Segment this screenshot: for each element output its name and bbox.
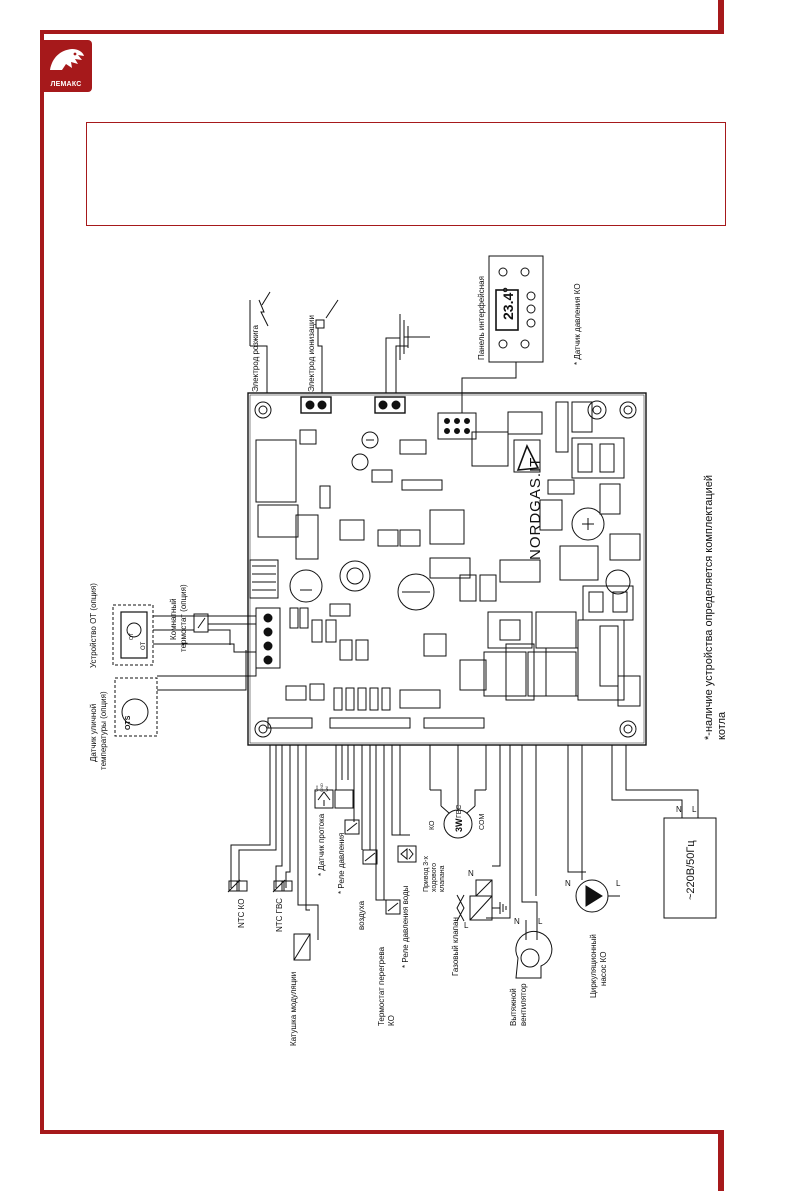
ntc-gvs-label: NTC ГВС <box>275 898 284 932</box>
ntc-gvs-sensor <box>273 880 285 892</box>
power-label: ~220В/50Гц <box>685 840 697 900</box>
pump-label-2: насос КО <box>599 952 608 986</box>
ionization-electrode-label: Электрод ионизации <box>307 315 316 392</box>
room-thermostat-label-2: термостат (опция) <box>179 584 188 652</box>
lemax-logo: ЛЕМАКС <box>40 40 92 92</box>
pressure-sensor-label: * Датчик давления КО <box>573 283 582 365</box>
frame-top-line <box>40 30 724 34</box>
microcontroller <box>429 509 465 545</box>
overheat-thermostat <box>385 899 401 915</box>
gnd-label: GND <box>319 783 324 792</box>
air-pressure-relay <box>344 819 360 835</box>
air-relay-label-2: воздуха <box>357 900 366 930</box>
room-thermostat <box>193 613 209 633</box>
logo-block <box>513 439 541 473</box>
spark-icon <box>258 299 269 327</box>
terminal-block <box>255 607 281 669</box>
val-label: Val <box>324 786 329 792</box>
air-relay-label-1: * Реле давления <box>337 833 346 894</box>
mount-hole <box>254 401 272 419</box>
ot-mini-label: OT <box>129 633 135 640</box>
mount-hole <box>254 720 272 738</box>
ntc-ko-sensor <box>228 880 240 892</box>
transformer <box>255 439 297 503</box>
com-label: COM <box>479 814 486 831</box>
fan-n: N <box>514 917 520 926</box>
pump-l: L <box>616 879 621 888</box>
room-thermostat-label-1: Комнатный <box>169 598 178 640</box>
capacitor <box>571 507 605 541</box>
overheat-label-2: КО <box>387 1015 396 1026</box>
outdoor-sensor-label-1: Датчик уличной <box>89 704 98 762</box>
pump-label-1: Циркуляционный <box>589 934 598 998</box>
control-board <box>247 392 647 746</box>
header-box <box>86 122 726 226</box>
pump-n: N <box>565 879 571 888</box>
extraction-fan <box>515 930 553 979</box>
flow-sensor <box>314 789 334 809</box>
gas-valve-n: N <box>468 869 474 878</box>
frame-right-top-bar <box>718 0 724 34</box>
fan-l: L <box>538 917 543 926</box>
panel-display: 23.4° <box>500 287 516 320</box>
board-brand: NORDGAS.IT <box>527 457 544 560</box>
frame-left-line <box>40 30 44 1134</box>
mount-hole <box>619 720 637 738</box>
power-supply-box <box>663 817 717 919</box>
power-l: L <box>692 805 697 814</box>
ot-device-label: Устройство ОТ (опция) <box>89 583 98 668</box>
ko-label: КО <box>429 820 436 830</box>
ots-label: OTS <box>125 715 132 730</box>
vcc-label: Vcc <box>314 785 319 792</box>
gas-valve-label: Газовый клапан <box>451 917 460 976</box>
water-pressure-relay <box>397 845 417 863</box>
frame-bottom-line <box>40 1130 724 1134</box>
ot-label: OT <box>141 641 147 650</box>
footnote-line-2: котла <box>716 711 728 740</box>
mount-hole <box>619 401 637 419</box>
power-n: N <box>676 805 682 814</box>
logo-text: ЛЕМАКС <box>50 81 82 88</box>
ot-device-box <box>112 604 154 666</box>
modulation-coil <box>293 933 311 961</box>
gvs-label: ГВС <box>456 805 463 818</box>
capacitor <box>397 573 435 611</box>
three-w-label: 3W <box>454 818 464 832</box>
valve-drive-label-1: Привод 3-х <box>423 856 430 892</box>
valve-drive-label-2: ходового <box>431 863 438 892</box>
ignition-electrode-label: Электрод розжига <box>251 324 260 392</box>
modulation-coil-label: Катушка модуляции <box>289 972 298 1046</box>
ntc-ko-label: NTC КО <box>237 899 246 928</box>
valve-drive-label-3: клапана <box>439 865 446 892</box>
overheat-label-1: Термостат перегрева <box>377 946 386 1026</box>
fan-label-2: вентилятор <box>519 983 528 1026</box>
lion-icon <box>50 49 84 70</box>
interface-panel-label: Панель интерфейсная <box>477 276 486 360</box>
flow-sensor-label: * Датчик протока <box>317 813 326 876</box>
outdoor-sensor-box <box>114 677 158 737</box>
water-relay-label: * Реле давления воды <box>401 885 410 968</box>
outdoor-sensor-label-2: температуры (опция) <box>99 691 108 770</box>
frame-right-bottom-bar <box>718 1130 724 1191</box>
gas-valve-l: L <box>464 921 469 930</box>
footnote-line-1: *-наличие устройства определяется компле… <box>703 475 715 740</box>
fan-label-1: Вытяжной <box>509 988 518 1026</box>
